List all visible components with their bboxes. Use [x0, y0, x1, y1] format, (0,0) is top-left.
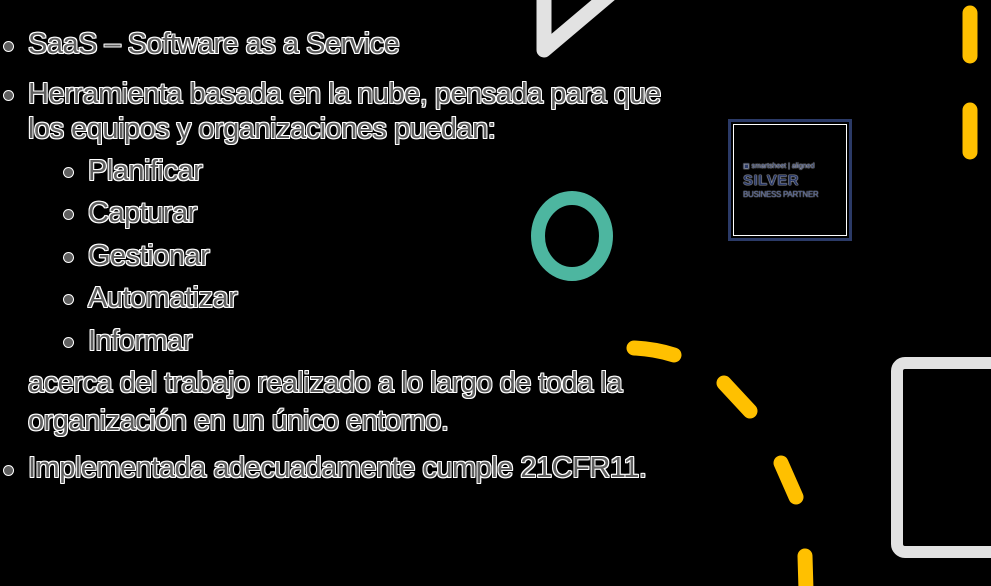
sub-bullet-informar: Informar	[88, 325, 192, 357]
yellow-dash-shape	[773, 455, 804, 505]
sub-bullet-dot	[64, 338, 73, 347]
sub-bullet-dot	[64, 295, 73, 304]
smartsheet-silver-partner-logo: ▣ smartsheet | aligned SILVER BUSINESS P…	[728, 119, 852, 241]
sub-bullet-dot	[64, 168, 73, 177]
continuation-line1: acerca del trabajo realizado a lo largo …	[28, 367, 623, 399]
yellow-dash-shape	[797, 548, 814, 586]
logo-brand-line: ▣ smartsheet | aligned	[743, 163, 815, 170]
logo-program: BUSINESS PARTNER	[743, 190, 819, 199]
bullet-dot	[4, 466, 13, 475]
sub-bullet-automatizar: Automatizar	[88, 282, 238, 314]
bullet-herramienta-line2: los equipos y organizaciones puedan:	[28, 113, 496, 145]
continuation-line2: organización en un único entorno.	[28, 405, 449, 437]
yellow-dash-shape	[626, 340, 682, 363]
sub-bullet-dot	[64, 210, 73, 219]
teal-ring-shape	[531, 191, 613, 281]
bullet-saas: SaaS – Software as a Service	[28, 28, 400, 60]
logo-tier: SILVER	[743, 172, 800, 189]
sub-bullet-planificar: Planificar	[88, 155, 203, 187]
bullet-herramienta-line1: Herramienta basada en la nube, pensada p…	[28, 78, 661, 110]
sub-bullet-dot	[64, 253, 73, 262]
gray-chevron-shape	[536, 0, 615, 58]
bullet-dot	[4, 42, 13, 51]
bullet-21cfr11: Implementada adecuadamente cumple 21CFR1…	[28, 452, 647, 484]
gray-frame-shape	[891, 357, 991, 558]
bullet-dot	[4, 91, 13, 100]
sub-bullet-capturar: Capturar	[88, 197, 197, 229]
yellow-dash-shape	[716, 375, 758, 419]
sub-bullet-gestionar: Gestionar	[88, 240, 210, 272]
